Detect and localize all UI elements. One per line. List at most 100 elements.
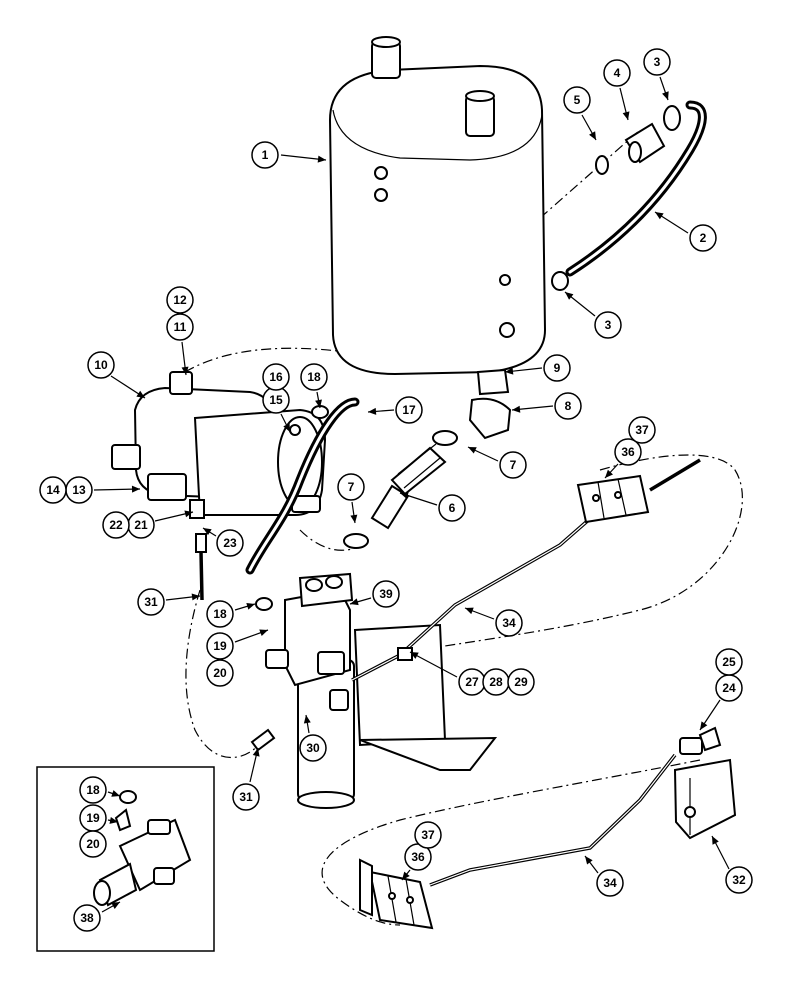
callout-number: 32	[732, 873, 746, 887]
callout-c13: 13	[65, 476, 141, 504]
leader-arrow	[400, 492, 409, 499]
callout-number: 37	[421, 828, 435, 842]
manifold-36-upper	[576, 474, 650, 524]
callout-c29: 29	[507, 668, 535, 696]
callout-circle	[614, 438, 642, 466]
callout-number: 36	[411, 850, 425, 864]
callout-circle	[232, 783, 260, 811]
callout-c32: 32	[711, 835, 753, 894]
callout-labels: 1233456778910111213141516171818181919202…	[39, 48, 753, 932]
callout-number: 30	[306, 741, 320, 755]
lines-34	[351, 458, 701, 887]
callout-circle	[206, 600, 234, 628]
callout-number: 6	[449, 501, 456, 515]
callout-circle	[299, 734, 327, 762]
callout-c7b: 7	[337, 473, 365, 524]
leader-arrow	[111, 902, 120, 909]
leader-arrow	[246, 602, 255, 610]
callout-circle	[395, 396, 423, 424]
leader-arrow	[131, 485, 140, 493]
callout-number: 34	[603, 876, 617, 890]
callout-c16: 16	[262, 363, 290, 391]
callout-c11: 11	[166, 313, 194, 376]
callout-circle	[102, 511, 130, 539]
callout-c27: 27	[409, 651, 486, 696]
callout-number: 11	[174, 320, 187, 334]
callout-c10: 10	[87, 351, 146, 399]
callout-number: 8	[565, 399, 572, 413]
leader-arrow	[350, 514, 358, 523]
callout-number: 13	[72, 483, 86, 497]
callout-circle	[603, 59, 631, 87]
elbow-8	[468, 397, 512, 440]
leader-line	[409, 651, 458, 678]
callout-circle	[137, 588, 165, 616]
callout-c38: 38	[73, 901, 121, 932]
callout-number: 39	[379, 587, 393, 601]
callout-c4: 4	[603, 59, 631, 121]
leader-arrow	[181, 366, 189, 375]
callout-number: 9	[554, 361, 561, 375]
callout-circle	[39, 476, 67, 504]
callout-number: 24	[722, 681, 736, 695]
washer-18b	[255, 597, 273, 611]
callout-c39: 39	[349, 580, 400, 608]
leader-arrow	[512, 405, 521, 413]
fitting-15-16	[289, 424, 301, 436]
inset-detail	[36, 766, 215, 952]
leader-arrow	[662, 91, 669, 100]
callout-c18b: 18	[206, 600, 256, 628]
callout-number: 20	[213, 666, 227, 680]
callout-circle	[79, 830, 107, 858]
callout-circle	[689, 224, 717, 252]
callout-number: 31	[239, 790, 253, 804]
pressure-hose-17	[245, 397, 360, 575]
callout-c18c: 18	[79, 776, 121, 804]
callout-circle	[554, 392, 582, 420]
leader-arrow	[605, 469, 614, 478]
callout-number: 4	[614, 66, 621, 80]
callout-c3b: 3	[564, 291, 622, 339]
callout-number: 10	[94, 358, 108, 372]
leader-arrow	[259, 629, 268, 637]
callout-c21: 21	[127, 510, 194, 539]
leader-arrow	[317, 155, 326, 163]
callout-circle	[251, 141, 279, 169]
callout-number: 22	[109, 518, 123, 532]
callout-number: 2	[700, 231, 707, 245]
callout-circle	[206, 659, 234, 687]
callout-c6: 6	[399, 492, 466, 522]
leader-arrow	[700, 721, 708, 730]
callout-number: 15	[269, 393, 283, 407]
callout-circle	[628, 416, 656, 444]
callout-c30: 30	[299, 714, 327, 762]
callout-c8: 8	[511, 392, 582, 420]
callout-circle	[499, 451, 527, 479]
callout-circle	[438, 494, 466, 522]
callout-circle	[543, 354, 571, 382]
callout-number: 19	[86, 811, 100, 825]
callout-c5: 5	[563, 86, 597, 141]
callout-number: 1	[262, 148, 269, 162]
hydraulic-tank	[328, 36, 547, 376]
callout-c31b: 31	[232, 747, 260, 811]
callout-c36a: 36	[604, 438, 642, 479]
leader-arrow	[468, 447, 477, 454]
leader-arrow	[622, 111, 630, 120]
manifold-36-lower	[359, 858, 434, 930]
leader-arrow	[410, 652, 419, 659]
valve-39	[255, 572, 498, 809]
fitting-9	[476, 368, 510, 396]
callout-c28: 28	[482, 668, 510, 696]
callout-c1: 1	[251, 141, 327, 169]
callout-number: 38	[80, 911, 94, 925]
leader-arrow	[350, 598, 359, 606]
leader-arrow	[565, 292, 574, 300]
callout-number: 37	[635, 423, 649, 437]
o-ring-5	[595, 155, 609, 175]
callout-circle	[87, 351, 115, 379]
callout-number: 7	[510, 458, 517, 472]
callout-number: 23	[223, 536, 237, 550]
callout-c31a: 31	[137, 588, 201, 616]
callout-circle	[725, 866, 753, 894]
